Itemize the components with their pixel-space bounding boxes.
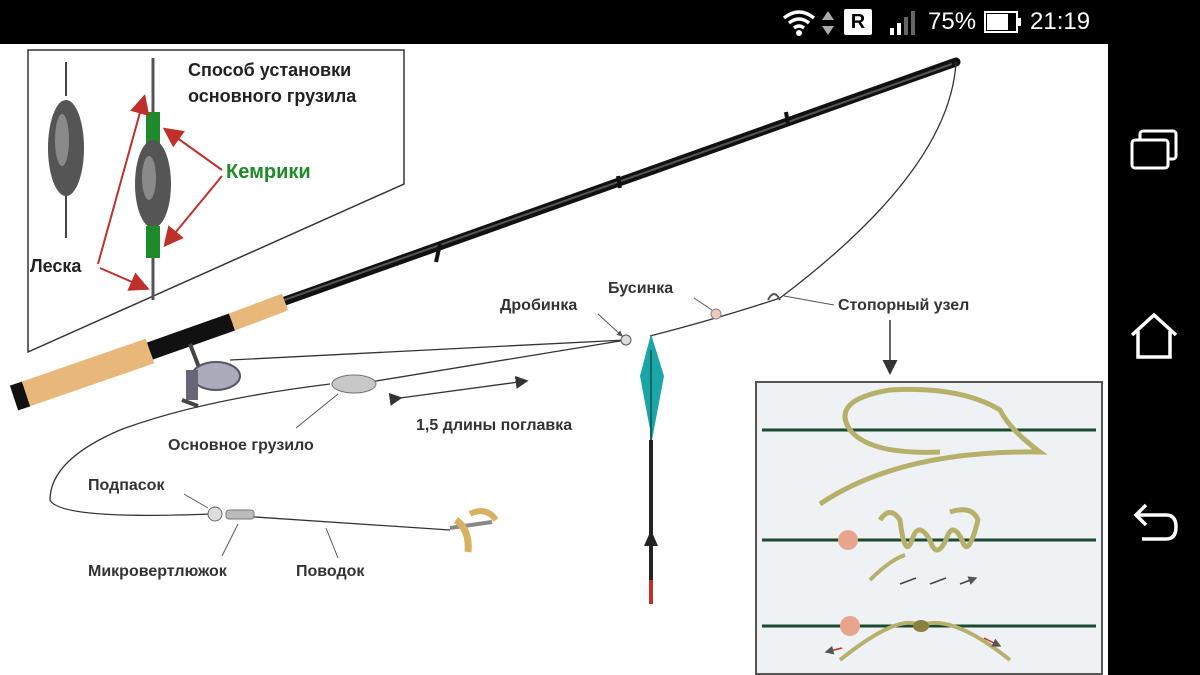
- status-bar: R 75% 21:19: [0, 0, 1200, 44]
- reel-icon: [181, 343, 241, 408]
- kembriki-arrow-top: [162, 127, 223, 171]
- recent-apps-button[interactable]: [1124, 120, 1184, 180]
- shot-weight: [620, 334, 632, 346]
- fishing-line: [49, 61, 957, 531]
- businka-label: Бусинка: [608, 280, 673, 297]
- stopor-label: Стопорный узел: [838, 297, 969, 314]
- network-badge-label: R: [850, 11, 866, 33]
- float-icon: [640, 334, 664, 604]
- inset-title-line1: Способ установки: [188, 60, 351, 80]
- recent-apps-icon: [1130, 129, 1178, 170]
- sinker-plain-illustration: [48, 62, 84, 238]
- battery-icon: [984, 11, 1021, 33]
- sinker-with-tubes-illustration: [135, 58, 171, 300]
- vertlyuzhok-label: Микровертлюжок: [88, 563, 228, 580]
- podpasok-label: Подпасок: [88, 477, 165, 494]
- bead: [710, 308, 722, 320]
- diagram-image: Способ установки основного грузила Кемри…: [0, 44, 1108, 675]
- back-icon: [1133, 503, 1178, 541]
- hook-with-bait: [449, 508, 499, 553]
- leska-arrow-up: [97, 94, 150, 265]
- drobinka-label: Дробинка: [500, 297, 577, 314]
- knot-inset: [755, 381, 1103, 675]
- gruzilo-pointer: [295, 393, 339, 429]
- micro-swivel: [225, 509, 255, 520]
- network-badge: R: [844, 9, 872, 35]
- battery-percent: 75%: [928, 8, 977, 35]
- podpasok-pointer: [183, 493, 209, 509]
- drobinka-pointer: [597, 313, 623, 337]
- povodok-label: Поводок: [296, 563, 365, 580]
- povodok-pointer: [325, 527, 339, 559]
- small-sinker: [207, 506, 223, 522]
- businka-pointer: [693, 297, 713, 311]
- signal-icon: [890, 11, 915, 35]
- stopper-knot: [767, 293, 781, 301]
- rig-diagram: Способ установки основного грузила Кемри…: [9, 49, 1103, 675]
- distance-label: 1,5 длины поглавка: [416, 417, 572, 434]
- inset-title-line2: основного грузила: [188, 86, 357, 106]
- data-arrows-icon: [822, 11, 834, 35]
- navigation-bar: [1108, 44, 1200, 675]
- distance-arrow: [388, 375, 529, 406]
- vertlyuzhok-pointer: [221, 523, 239, 557]
- stopor-pointer: [783, 295, 835, 306]
- kembriki-arrow-bottom: [163, 175, 223, 248]
- home-button[interactable]: [1124, 306, 1184, 366]
- clock: 21:19: [1030, 8, 1091, 35]
- sinker-inset: Способ установки основного грузила Кемри…: [27, 49, 405, 354]
- back-button[interactable]: [1124, 492, 1184, 552]
- fishing-rod: [9, 57, 961, 411]
- leska-label: Леска: [30, 256, 82, 276]
- main-sinker: [331, 374, 377, 394]
- gruzilo-label: Основное грузило: [168, 437, 314, 454]
- home-icon: [1130, 312, 1178, 359]
- kembriki-label: Кемрики: [226, 161, 311, 183]
- wifi-icon: [782, 10, 816, 36]
- leska-arrow-down: [99, 267, 150, 291]
